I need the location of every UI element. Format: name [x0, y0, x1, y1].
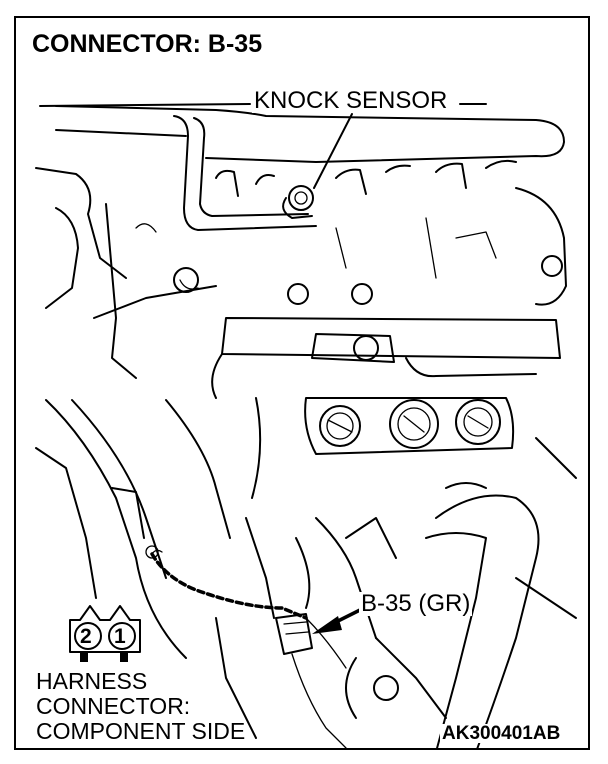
connector-b35-label: B-35 (GR): [359, 590, 473, 617]
engine-lower-view: [35, 397, 577, 748]
figure-code: AK300401AB: [440, 723, 563, 744]
pin-2-label: 2: [80, 625, 92, 648]
harness-label-line3: COMPONENT SIDE: [36, 718, 246, 744]
harness-label-line2: CONNECTOR:: [36, 693, 191, 719]
knock-sensor-label: KNOCK SENSOR: [252, 87, 450, 114]
pin-1-label: 1: [114, 625, 126, 648]
page-title: CONNECTOR: B-35: [32, 30, 263, 58]
knock-sensor-leader: [39, 103, 251, 107]
harness-connector-symbol: [69, 605, 141, 662]
engine-illustration: [35, 103, 577, 748]
harness-label-line1: HARNESS: [36, 668, 148, 694]
diagram-frame: CONNECTOR: B-35 KNOCK SENSOR B-35 (GR) 2…: [14, 16, 590, 750]
engine-top-view: [35, 105, 567, 399]
